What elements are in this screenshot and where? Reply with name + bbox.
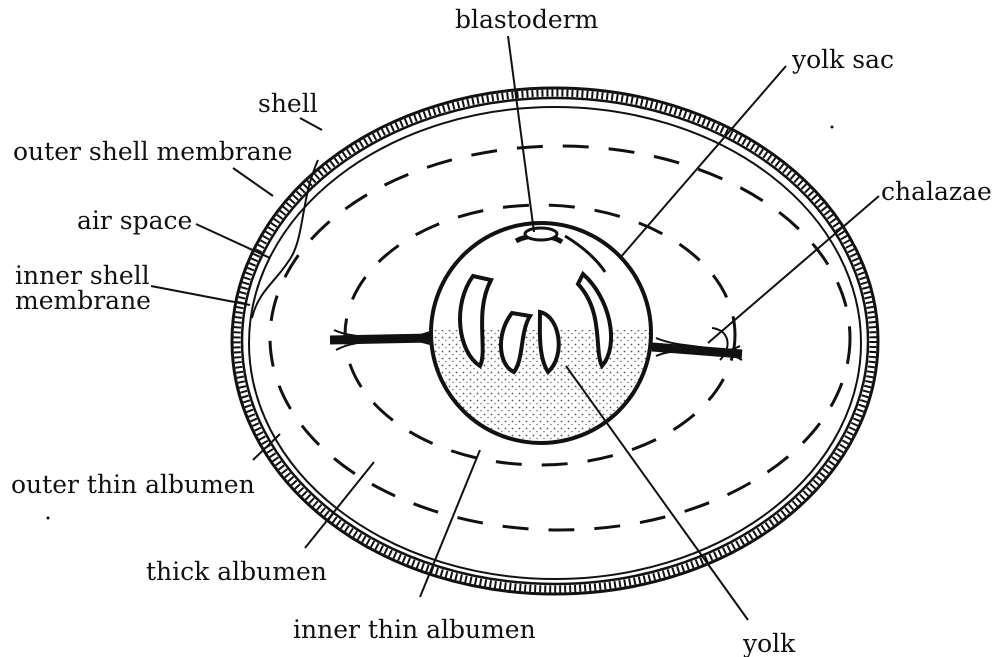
air-space-boundary xyxy=(252,160,318,318)
blastoderm-disc xyxy=(525,228,557,240)
speck xyxy=(47,517,50,520)
label-outer-shell-membrane: outer shell membrane xyxy=(13,137,293,166)
label-thick-albumen: thick albumen xyxy=(146,557,327,586)
label-inner-thin-albumen: inner thin albumen xyxy=(293,615,536,644)
label-blastoderm: blastoderm xyxy=(455,5,599,34)
label-inner-shell-membrane-line2: membrane xyxy=(15,286,151,315)
speck xyxy=(831,126,834,129)
label-shell: shell xyxy=(258,89,318,118)
label-yolk-sac: yolk sac xyxy=(791,45,894,74)
label-chalazae: chalazae xyxy=(881,177,992,206)
label-air-space: air space xyxy=(77,206,192,235)
yolk xyxy=(431,223,651,443)
label-outer-thin-albumen: outer thin albumen xyxy=(11,470,255,499)
label-yolk: yolk xyxy=(742,629,796,657)
